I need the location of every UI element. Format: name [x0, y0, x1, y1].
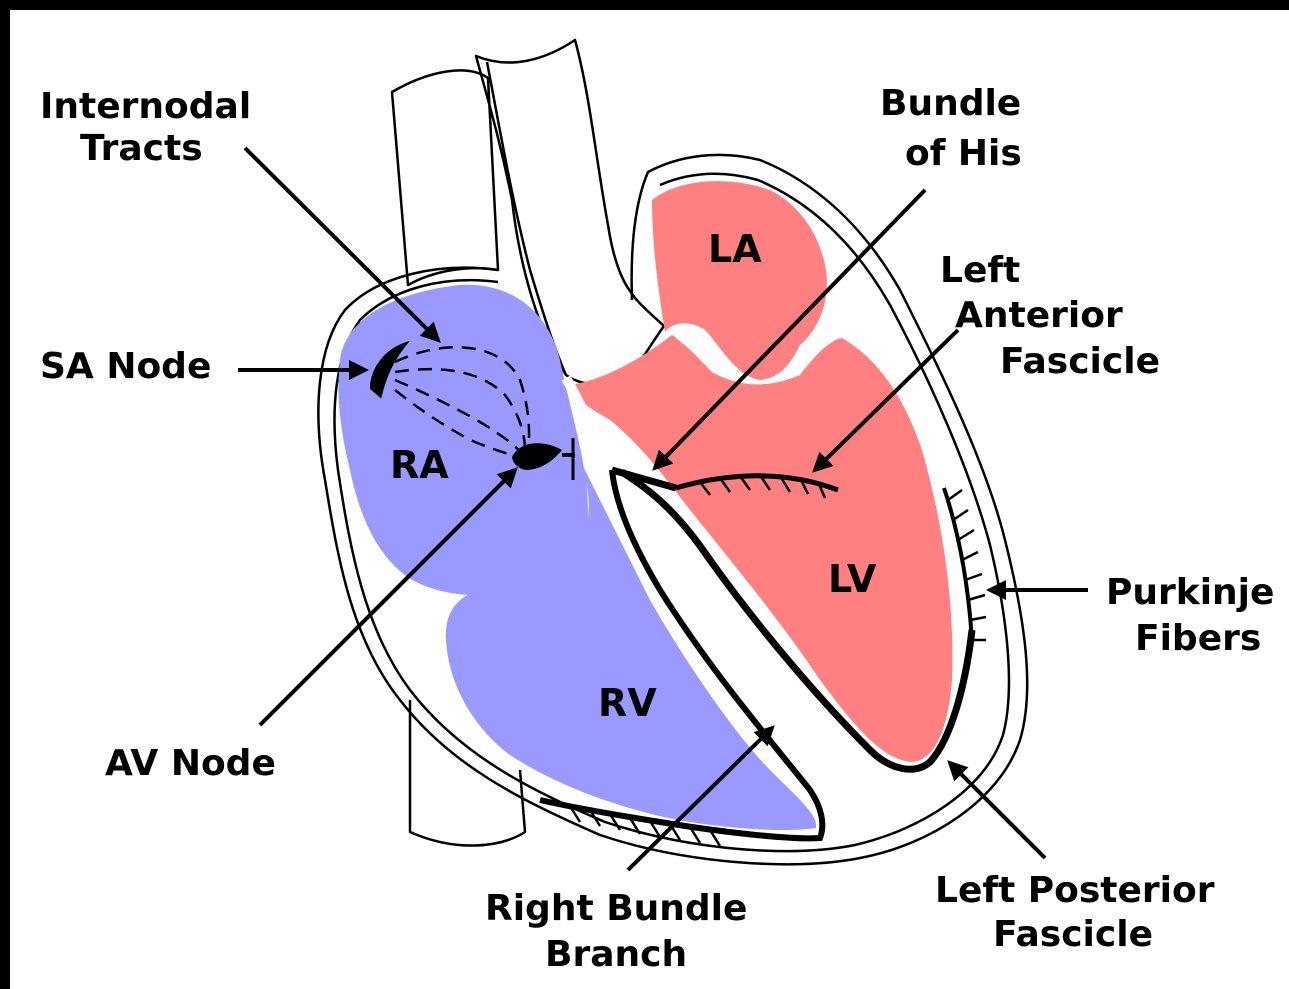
label-left-posterior-fascicle-line2: Fascicle [993, 914, 1153, 955]
chamber-label-rv: RV [598, 681, 657, 725]
label-left-anterior-fascicle-line2: Anterior [955, 295, 1123, 336]
chamber-label-la: LA [708, 227, 762, 271]
chamber-label-lv: LV [828, 557, 877, 601]
label-purkinje-fibers-line2: Fibers [1135, 618, 1261, 659]
label-sa-node: SA Node [40, 346, 211, 387]
chamber-label-ra: RA [390, 443, 449, 487]
label-bundle-of-his-line1: Bundle [880, 83, 1021, 124]
label-left-posterior-fascicle-line1: Left Posterior [935, 870, 1215, 911]
label-av-node: AV Node [105, 743, 276, 784]
label-bundle-of-his-line2: of His [905, 133, 1022, 174]
label-left-anterior-fascicle-line1: Left [940, 250, 1020, 291]
label-internodal-tracts-line1: Internodal [40, 86, 251, 127]
label-right-bundle-branch-line1: Right Bundle [485, 888, 747, 929]
label-left-anterior-fascicle-line3: Fascicle [1000, 341, 1160, 382]
label-internodal-tracts-line2: Tracts [80, 128, 203, 169]
label-purkinje-fibers-line1: Purkinje [1106, 572, 1274, 613]
label-right-bundle-branch-line2: Branch [545, 934, 687, 975]
